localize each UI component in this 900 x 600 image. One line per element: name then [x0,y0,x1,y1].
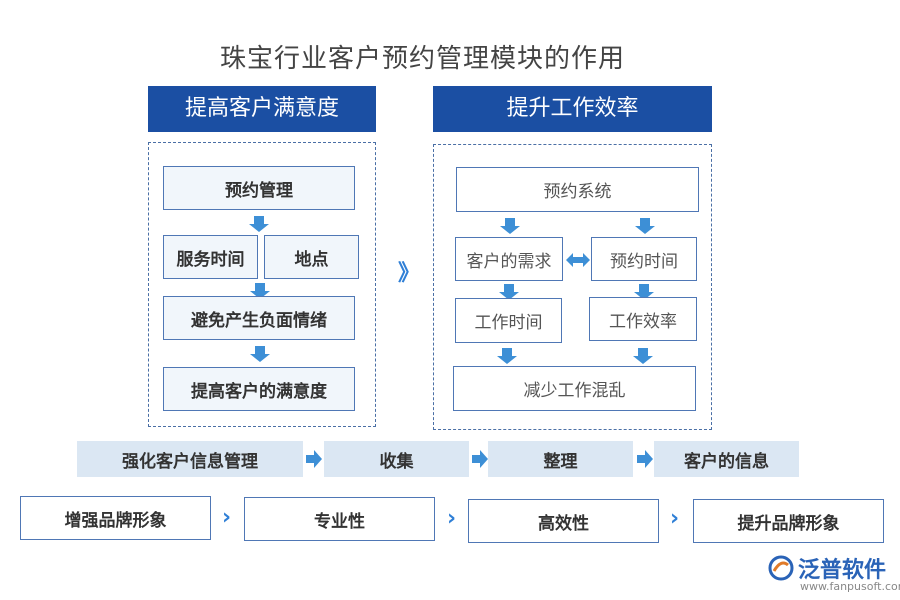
box-efficiency: 高效性 [468,499,659,543]
box-improve-brand: 提升品牌形象 [693,499,884,543]
panel-satisfaction [148,142,376,427]
box-work-efficiency: 工作效率 [589,297,697,341]
strip-organize: 整理 [488,441,633,477]
box-location: 地点 [264,235,359,279]
header-efficiency: 提升工作效率 [433,86,712,132]
box-customer-needs: 客户的需求 [455,237,563,281]
box-service-time: 服务时间 [163,235,258,279]
chevron-right-icon: › [447,506,457,531]
box-reduce-chaos: 减少工作混乱 [453,366,696,411]
logo-text: 泛普软件 [798,558,887,583]
box-enhance-brand: 增强品牌形象 [20,496,211,540]
brand-logo: 泛普软件 [768,552,886,584]
double-chevron-icon: 》 [398,261,421,286]
box-appointment-system: 预约系统 [456,167,699,212]
strip-customer-info: 客户的信息 [654,441,799,477]
box-appointment-time: 预约时间 [591,237,697,281]
chevron-right-icon: › [670,506,680,531]
chevron-right-icon: › [222,505,232,530]
box-work-time: 工作时间 [455,298,562,343]
double-arrow-icon [566,253,590,267]
panel-efficiency [433,144,712,430]
fanpu-logo-icon [768,555,794,581]
box-appointment-management: 预约管理 [163,166,355,210]
strip-customer-info-management: 强化客户信息管理 [77,441,303,477]
box-professionalism: 专业性 [244,497,435,541]
box-avoid-negative-emotion: 避免产生负面情绪 [163,296,355,340]
logo-url: www.fanpusoft.com [800,580,900,593]
strip-collect: 收集 [324,441,469,477]
page-title: 珠宝行业客户预约管理模块的作用 [219,44,625,74]
header-satisfaction: 提高客户满意度 [148,86,376,132]
box-improve-satisfaction: 提高客户的满意度 [163,367,355,411]
